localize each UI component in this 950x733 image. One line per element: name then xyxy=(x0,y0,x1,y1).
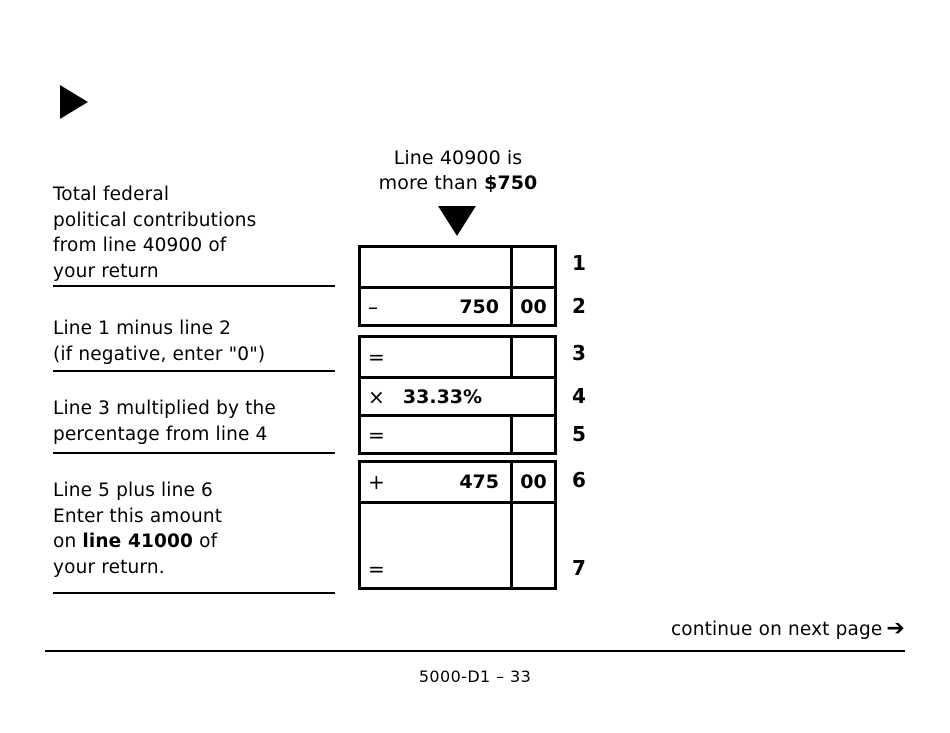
cents-field-7[interactable] xyxy=(510,504,554,587)
worksheet-row-7: = xyxy=(361,501,554,587)
cents-field-3[interactable] xyxy=(510,338,554,376)
label-4-line-3-prefix: on xyxy=(53,531,83,552)
label-1-line-2: political contributions xyxy=(53,209,257,231)
line-number-1: 1 xyxy=(572,251,586,275)
worksheet-row-3: = xyxy=(361,338,554,376)
label-divider-4 xyxy=(53,592,335,594)
label-1-line-3: from line 40900 of xyxy=(53,235,227,256)
amount-value-2: 750 xyxy=(459,295,499,318)
line-number-7: 7 xyxy=(572,556,586,580)
worksheet-box-group-2: = × 33.33% = xyxy=(358,335,557,455)
label-total-federal-contributions: Total federal political contributions fr… xyxy=(53,182,335,284)
condition-line-2-text: more than xyxy=(378,172,485,194)
worksheet-row-6: + 475 00 xyxy=(361,463,554,501)
label-2-line-1: Line 1 minus line 2 xyxy=(53,318,232,339)
line-number-6: 6 xyxy=(572,468,586,492)
amount-field-3[interactable]: = xyxy=(361,338,510,376)
worksheet-row-2: – 750 00 xyxy=(361,286,554,324)
worksheet-row-4: × 33.33% xyxy=(361,376,554,414)
cents-field-1[interactable] xyxy=(510,248,554,286)
label-line5-plus-line6: Line 5 plus line 6 Enter this amount on … xyxy=(53,478,335,580)
operator-2: – xyxy=(368,294,378,319)
worksheet-row-5: = xyxy=(361,414,554,452)
cents-field-6[interactable]: 00 xyxy=(510,463,554,501)
worksheet-box-group-1: – 750 00 xyxy=(358,245,557,327)
amount-field-7[interactable]: = xyxy=(361,504,510,587)
worksheet-row-1 xyxy=(361,248,554,286)
label-divider-2 xyxy=(53,370,335,372)
operator-5: = xyxy=(368,422,385,447)
percentage-field-4: × 33.33% xyxy=(361,379,554,414)
amount-field-6[interactable]: + 475 xyxy=(361,463,510,501)
label-4-line-1: Line 5 plus line 6 xyxy=(53,480,213,501)
label-3-line-2: percentage from line 4 xyxy=(53,423,268,445)
worksheet-box-group-3: + 475 00 = xyxy=(358,460,557,590)
continue-note-text: continue on next page xyxy=(670,618,883,640)
operator-4: × xyxy=(368,384,385,409)
line-number-2: 2 xyxy=(572,294,586,318)
operator-7: = xyxy=(368,557,385,581)
label-3-line-1: Line 3 multiplied by the xyxy=(53,398,276,419)
label-line1-minus-line2: Line 1 minus line 2 (if negative, enter … xyxy=(53,316,335,367)
line-number-5: 5 xyxy=(572,422,586,446)
label-divider-1 xyxy=(53,285,335,287)
cents-field-2[interactable]: 00 xyxy=(510,289,554,324)
label-4-line-3: on line 41000 of xyxy=(53,529,335,555)
worksheet-condition-header: Line 40900 is more than $750 xyxy=(358,146,558,196)
label-1-line-1: Total federal xyxy=(53,184,170,205)
section-pointer-icon xyxy=(60,85,88,119)
condition-line-1: Line 40900 is xyxy=(393,147,523,169)
amount-field-2[interactable]: – 750 xyxy=(361,289,510,324)
line-number-3: 3 xyxy=(572,341,586,365)
right-arrow-icon: ➔ xyxy=(886,616,905,641)
label-divider-3 xyxy=(53,452,335,454)
label-4-line-3-suffix: of xyxy=(193,531,218,552)
label-1-line-4: your return xyxy=(53,260,159,282)
condition-line-2: more than $750 xyxy=(358,171,558,196)
page-code: 5000-D1 – 33 xyxy=(418,667,532,686)
label-2-line-2: (if negative, enter "0") xyxy=(53,343,266,365)
label-line3-multiplied: Line 3 multiplied by the percentage from… xyxy=(53,396,335,447)
label-4-line-4: your return. xyxy=(53,556,165,578)
operator-6: + xyxy=(368,470,385,494)
line-number-4: 4 xyxy=(572,384,586,408)
down-arrow-icon xyxy=(438,206,476,236)
amount-field-1[interactable] xyxy=(361,248,510,286)
operator-3: = xyxy=(368,345,385,369)
continue-on-next-page-note: continue on next page ➔ xyxy=(671,618,905,640)
cents-field-5[interactable] xyxy=(510,417,554,452)
condition-threshold-amount: $750 xyxy=(484,172,538,194)
amount-field-5[interactable]: = xyxy=(361,417,510,452)
label-4-line-reference: line 41000 xyxy=(82,531,194,552)
percentage-value-4: 33.33% xyxy=(402,385,483,408)
footer-divider xyxy=(45,650,905,652)
amount-value-6: 475 xyxy=(459,471,499,493)
label-4-line-2: Enter this amount xyxy=(53,505,223,527)
